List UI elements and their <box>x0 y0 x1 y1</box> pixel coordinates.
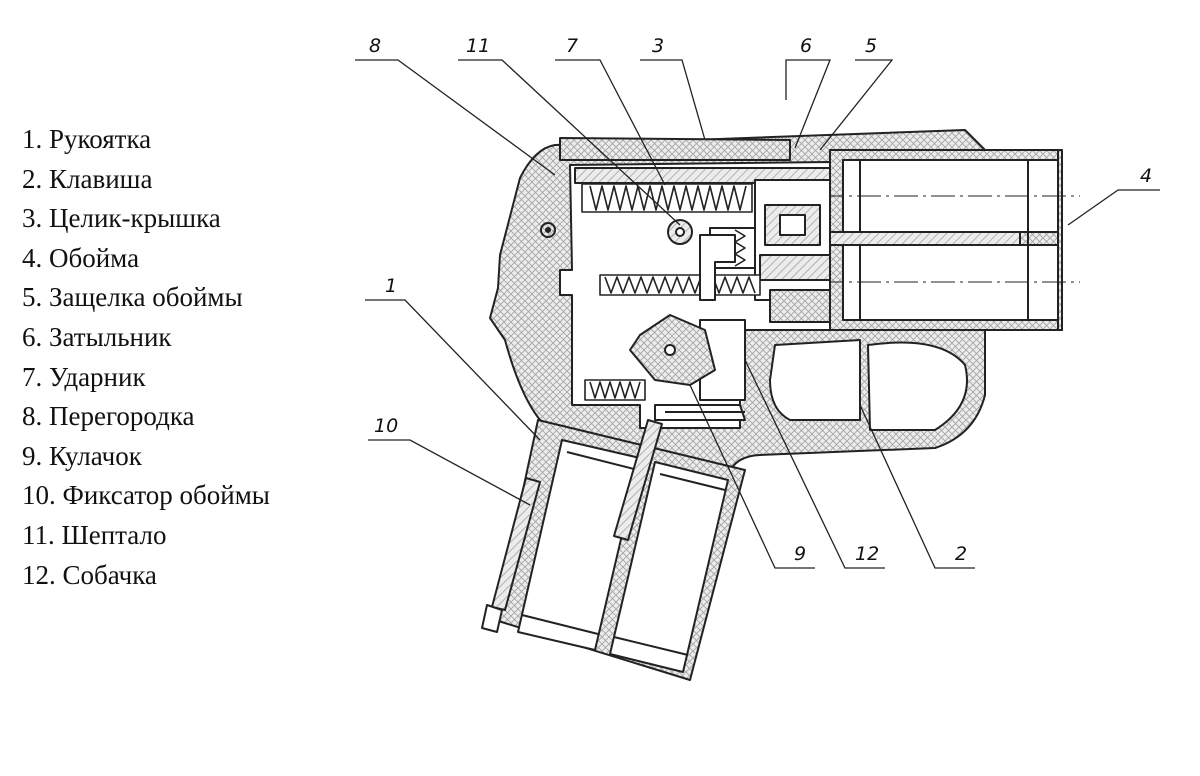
cam-and-sear <box>629 219 746 421</box>
legend-item-7: 7. Ударник <box>22 361 146 392</box>
callout-leaders <box>355 59 1160 569</box>
callout-label-4: 4 <box>1140 165 1152 187</box>
callout-label-5: 5 <box>865 35 877 57</box>
legend-item-12: 12. Собачка <box>22 559 157 590</box>
legend-item-6: 6. Затыльник <box>22 321 172 352</box>
callout-label-12: 12 <box>855 543 879 565</box>
callout-labels: 8 11 7 3 6 5 4 1 10 9 12 2 <box>369 35 1152 565</box>
legend-item-4: 4. Обойма <box>22 242 140 273</box>
legend-item-3: 3. Целик-крышка <box>22 203 221 234</box>
barrel-cartridges <box>814 149 1080 331</box>
grip-magazine <box>481 419 746 681</box>
callout-label-2: 2 <box>955 543 967 565</box>
callout-label-11: 11 <box>466 35 490 57</box>
parts-legend: 1. Рукоятка 2. Клавиша 3. Целик-крышка 4… <box>22 120 270 595</box>
springs <box>581 183 761 401</box>
callout-label-7: 7 <box>566 35 578 57</box>
callout-label-8: 8 <box>369 35 381 57</box>
legend-item-2: 2. Клавиша <box>22 163 153 194</box>
legend-item-11: 11. Шептало <box>22 519 167 550</box>
callout-label-3: 3 <box>652 35 664 57</box>
legend-item-5: 5. Защелка обоймы <box>22 282 243 313</box>
legend-item-10: 10. Фиксатор обоймы <box>22 480 270 511</box>
callout-label-6: 6 <box>800 35 812 57</box>
striker-assembly <box>699 179 831 401</box>
legend-item-8: 8. Перегородка <box>22 401 195 432</box>
callout-label-10: 10 <box>374 415 398 437</box>
callout-label-9: 9 <box>794 543 806 565</box>
legend-item-9: 9. Кулачок <box>22 440 142 471</box>
legend-item-1: 1. Рукоятка <box>22 124 152 154</box>
callout-label-1: 1 <box>385 275 397 297</box>
